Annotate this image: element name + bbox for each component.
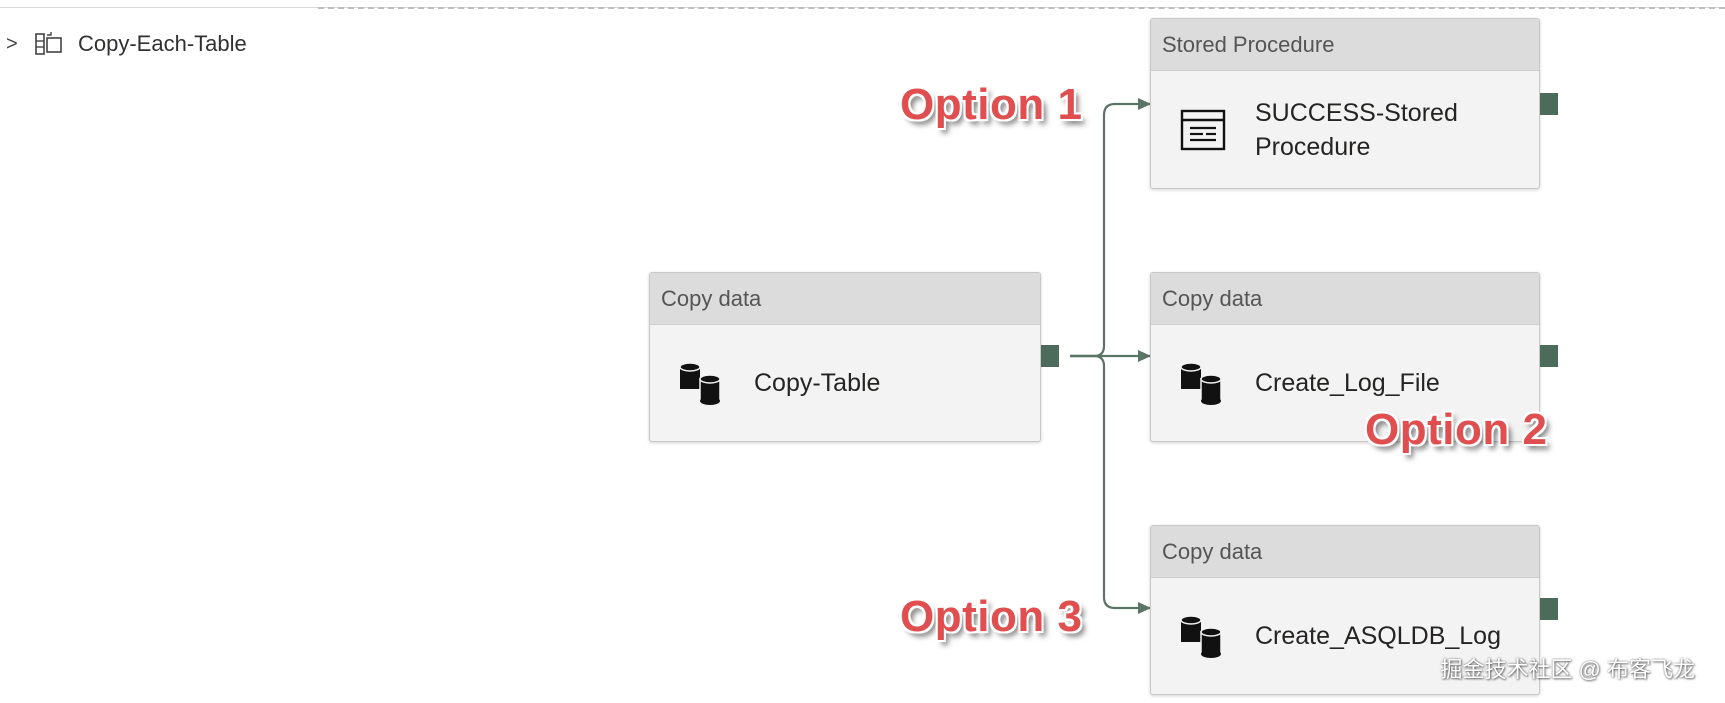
activity-name: Copy-Table <box>754 369 881 397</box>
watermark: 掘金技术社区 @ 布客飞龙 <box>1440 657 1695 682</box>
annotation-option-2: Option 2 <box>1365 405 1548 454</box>
activity-output-port[interactable] <box>1540 345 1558 367</box>
activity-success-stored-procedure[interactable]: Stored Procedure SUCCESS-Stored Procedur… <box>1150 18 1540 189</box>
connector-option-1 <box>1070 98 1151 358</box>
activity-output-port[interactable] <box>1041 345 1059 367</box>
activity-type-label: Copy data <box>650 273 1040 325</box>
activity-name-line-1: SUCCESS-Stored <box>1255 98 1458 127</box>
connector-option-3 <box>1070 354 1151 614</box>
activity-output-port[interactable] <box>1540 598 1558 620</box>
database-icon <box>1180 362 1222 405</box>
foreach-container-name: Copy-Each-Table <box>78 31 247 56</box>
activity-type-label: Stored Procedure <box>1151 19 1539 71</box>
activity-name: SUCCESS-Stored Procedure <box>1255 96 1458 164</box>
activity-name-line-2: Procedure <box>1255 132 1371 161</box>
activity-create-log-file[interactable]: Copy data Create_Log_File <box>1150 272 1540 442</box>
activity-output-port[interactable] <box>1540 93 1558 115</box>
activity-create-asqldb-log[interactable]: Copy data Create_ASQLDB_Log <box>1150 525 1540 695</box>
database-icon <box>1180 615 1222 658</box>
database-icon <box>679 362 721 405</box>
activity-name: Create_ASQLDB_Log <box>1255 622 1501 650</box>
activity-type-label: Copy data <box>1151 273 1539 325</box>
annotation-option-3: Option 3 <box>900 592 1083 641</box>
activity-name: Create_Log_File <box>1255 369 1440 397</box>
stored-procedure-icon <box>1180 109 1226 150</box>
activity-type-label: Copy data <box>1151 526 1539 578</box>
expand-chevron-icon[interactable]: > <box>6 32 18 55</box>
foreach-icon <box>35 32 62 55</box>
canvas-dashed-border <box>318 7 1725 9</box>
foreach-container-header[interactable]: > Copy-Each-Table <box>6 28 247 60</box>
activity-copy-table[interactable]: Copy data Copy-Table <box>649 272 1041 442</box>
annotation-option-1: Option 1 <box>900 80 1083 129</box>
